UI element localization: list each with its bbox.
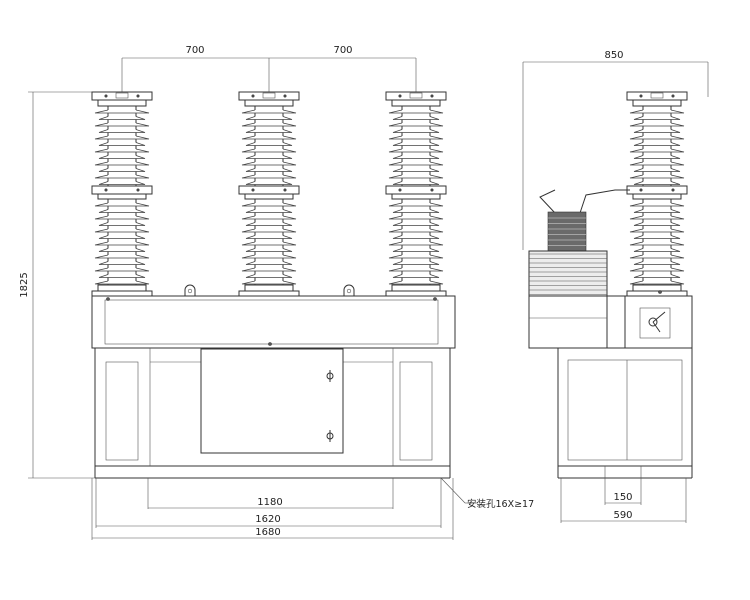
door-handle-lower-icon — [326, 430, 334, 442]
base-width-label: 590 — [613, 510, 632, 521]
overall-width-label: 1680 — [255, 527, 280, 538]
insulator-pole-right — [385, 91, 447, 297]
bottom-dimensions: 1180 1620 1680 安装孔16X≥17 — [91, 477, 534, 540]
mid-width-label: 1620 — [255, 514, 280, 525]
insulator-pole-middle — [238, 91, 300, 297]
side-support-frame — [557, 347, 693, 467]
inner-width-label: 1180 — [257, 497, 282, 508]
slot-width-label: 150 — [613, 492, 632, 503]
pitch-right-label: 700 — [333, 45, 352, 56]
lifting-lug-right — [343, 284, 355, 296]
top-width-label: 850 — [604, 50, 623, 61]
side-panel-left — [105, 361, 139, 461]
door-handle-upper-icon — [326, 370, 334, 382]
front-view: 700 700 1825 — [19, 45, 534, 540]
current-transformer — [528, 189, 630, 300]
cabinet-door — [200, 348, 344, 454]
insulator-pole-side — [626, 91, 688, 297]
lifting-lug-left — [184, 284, 196, 296]
mounting-hole-note: 安装孔16X≥17 — [467, 498, 534, 510]
operating-handle-icon — [648, 311, 666, 333]
height-label: 1825 — [19, 272, 30, 297]
top-width-dimension: 850 — [522, 50, 709, 250]
pitch-left-label: 700 — [185, 45, 204, 56]
height-dimension: 1825 — [19, 91, 95, 479]
pitch-dimension: 700 700 — [121, 45, 417, 92]
side-panel-right — [399, 361, 433, 461]
operating-panel — [624, 295, 693, 349]
side-bottom-dimensions: 150 590 — [560, 466, 687, 523]
side-housing-left — [528, 295, 608, 349]
side-view: 850 — [522, 50, 709, 523]
mechanism-housing — [91, 295, 456, 349]
insulator-pole-left — [91, 91, 153, 297]
